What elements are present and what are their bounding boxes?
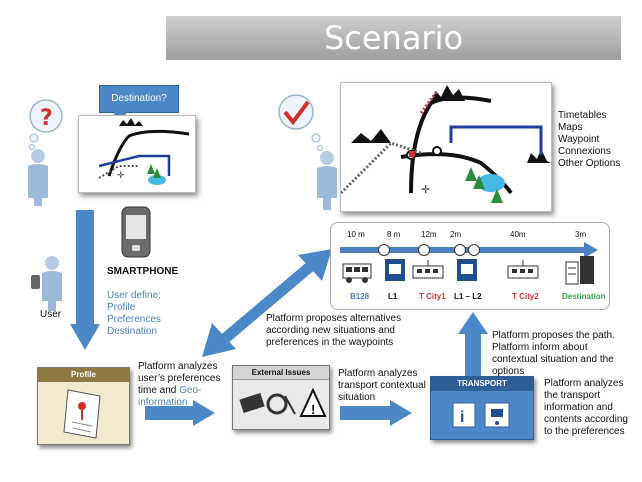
analyzes-contents-line: contents according xyxy=(544,414,628,425)
info-list: Timetables Maps Waypoint Connexions Othe… xyxy=(558,110,638,170)
svg-text:✛: ✛ xyxy=(117,170,125,180)
analyzes-transport-line: transport contextual xyxy=(338,380,426,391)
transport-card-title: TRANSPORT xyxy=(431,377,533,391)
stop-label: Destination xyxy=(562,292,606,301)
clock-icon xyxy=(378,244,390,256)
user-label: User xyxy=(40,309,62,320)
arrow-to-transport xyxy=(340,400,412,426)
analyzes-transport-line: situation xyxy=(338,392,376,403)
svg-text:✛: ✛ xyxy=(421,184,430,196)
proposes-path-line: contextual situation and the xyxy=(492,354,614,365)
analyzes-user-line: user’s preferences xyxy=(138,373,221,384)
itinerary-timeline-head xyxy=(584,242,598,258)
bus-icon xyxy=(342,263,372,283)
proposes-path-line: Platform inform about xyxy=(492,342,588,353)
metro-sign-icon xyxy=(385,259,405,281)
proposes-alternatives-line: Platform proposes alternatives xyxy=(266,313,402,324)
duration-label: 12m xyxy=(421,230,437,239)
duration-label: 40m xyxy=(510,230,526,239)
user-with-phone-icon xyxy=(31,256,62,311)
tram-icon xyxy=(507,260,539,279)
arrow-to-external xyxy=(145,400,215,426)
analyzes-user-line: Platform analyzes xyxy=(138,361,218,372)
analyzes-transport-line: Platform analyzes xyxy=(338,368,418,379)
destination-callout: Destination? xyxy=(99,85,179,113)
profile-card: Profile xyxy=(37,367,130,445)
right-user-icon xyxy=(317,151,337,210)
user-define-line: Preferences xyxy=(107,314,161,325)
external-issues-card: External Issues ! xyxy=(232,365,330,430)
proposes-path-line: Platform proposes the path. xyxy=(492,330,615,341)
diagonal-double-arrow xyxy=(202,249,332,357)
duration-label: 3m xyxy=(575,230,587,239)
page-title: Scenario xyxy=(323,19,464,57)
info-item: Maps xyxy=(558,122,583,133)
analyzes-transport-text: Platform analyzes transport contextual s… xyxy=(338,368,438,404)
proposes-alternatives-line: according new situations and xyxy=(266,325,395,336)
buildings-icon xyxy=(565,256,594,285)
metro-sign-icon xyxy=(457,259,477,281)
clock-icon xyxy=(468,244,480,256)
info-item: Connexions xyxy=(558,146,611,157)
user-define-line: Destination xyxy=(107,326,158,337)
info-item: Waypoint xyxy=(558,134,600,145)
analyzes-contents-line: the transport xyxy=(544,390,601,401)
up-arrow xyxy=(458,312,488,376)
proposes-path-line: options xyxy=(492,366,525,377)
stop-label: T City1 xyxy=(419,292,446,301)
thinking-user-checkmark-icon xyxy=(278,94,323,151)
large-map-illustration: ✛ xyxy=(339,85,551,203)
analyzes-user-text: Platform analyzes user’s preferences tim… xyxy=(138,361,230,409)
small-map: ✛ xyxy=(78,115,196,193)
svg-text:!: ! xyxy=(311,402,315,417)
analyzes-contents-text: Platform analyzes the transport informat… xyxy=(544,378,640,438)
duration-label: 8 m xyxy=(387,230,401,239)
stop-label: T City2 xyxy=(512,292,539,301)
transport-card: TRANSPORT i xyxy=(430,376,534,440)
stop-label: L1 xyxy=(388,292,398,301)
info-item: Timetables xyxy=(558,110,607,121)
svg-text:i: i xyxy=(460,409,464,426)
analyzes-contents-line: information and xyxy=(544,402,613,413)
smartphone-label: SMARTPHONE xyxy=(107,266,179,277)
transport-icons: i xyxy=(452,402,510,428)
analyzes-contents-line: to the preferences xyxy=(544,426,625,437)
map-illustration: ✛ xyxy=(98,118,190,185)
geo-text: information xyxy=(138,397,188,408)
duration-label: 2m xyxy=(450,230,462,239)
smartphone-icon xyxy=(121,206,151,258)
stop-label: B128 xyxy=(350,292,370,301)
title-bar: Scenario xyxy=(166,16,621,60)
user-define-line: User define: xyxy=(107,290,161,301)
duration-label: 10 m xyxy=(347,230,365,239)
profile-card-title: Profile xyxy=(38,368,129,382)
user-define-line: Profile xyxy=(107,302,136,313)
svg-text:?: ? xyxy=(40,106,53,131)
thinking-user-icon: ? xyxy=(28,99,63,206)
large-map: ✛ xyxy=(339,82,552,212)
external-card-title: External Issues xyxy=(233,366,329,380)
geo-text: Geo- xyxy=(179,385,202,396)
clock-icon xyxy=(454,244,466,256)
profile-document-icon xyxy=(63,389,101,439)
down-arrow xyxy=(70,210,100,350)
analyzes-user-time: time and xyxy=(138,385,177,396)
proposes-alternatives-text: Platform proposes alternatives according… xyxy=(266,313,426,349)
stop-label: L1 – L2 xyxy=(454,292,482,301)
user-define-list: User define: Profile Preferences Destina… xyxy=(107,290,161,338)
info-item: Other Options xyxy=(558,158,621,169)
proposes-alternatives-line: preferences in the waypoints xyxy=(266,337,394,348)
clock-icon xyxy=(418,244,430,256)
external-issues-icon: ! xyxy=(239,387,327,417)
analyzes-contents-line: Platform analyzes xyxy=(544,378,624,389)
proposes-path-text: Platform proposes the path. Platform inf… xyxy=(492,330,642,378)
tram-icon xyxy=(412,260,444,279)
